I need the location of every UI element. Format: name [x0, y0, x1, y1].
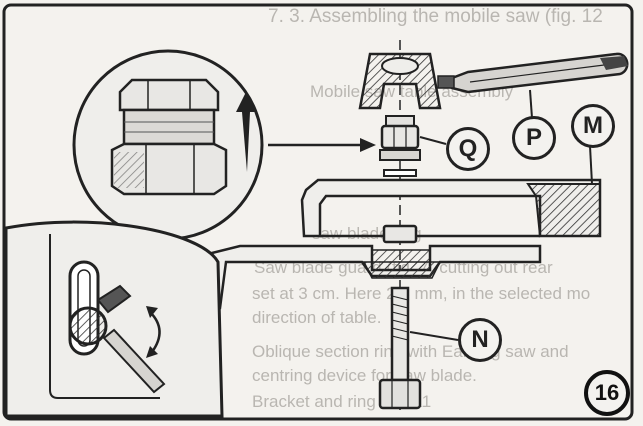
bell-housing [358, 52, 442, 110]
figure-number: 16 [584, 370, 630, 416]
ghost-line-6: direction of table. [252, 308, 382, 327]
table-nut [382, 224, 418, 244]
tool-p [437, 52, 629, 94]
bolt-n [378, 286, 422, 410]
ghost-line-5: set at 3 cm. Here 2.5 mm, in the selecte… [252, 284, 591, 303]
label-m: M [571, 104, 615, 148]
detail-arrow-head [360, 138, 376, 152]
leader-p [529, 89, 533, 119]
saw-table-m [206, 178, 602, 310]
label-q: Q [446, 127, 490, 171]
leader-m [589, 145, 593, 185]
label-n: N [458, 318, 502, 362]
ghost-line-1: 7. 3. Assembling the mobile saw (fig. 12 [268, 6, 603, 27]
detail-circle [72, 49, 264, 241]
inset-detail [4, 220, 224, 418]
leader-q [419, 136, 447, 145]
ghost-line-8: centring device for saw blade. [252, 366, 477, 385]
nut-q [379, 115, 421, 177]
leader-n [409, 331, 459, 341]
label-p: P [512, 116, 556, 160]
panel-border [2, 3, 634, 421]
